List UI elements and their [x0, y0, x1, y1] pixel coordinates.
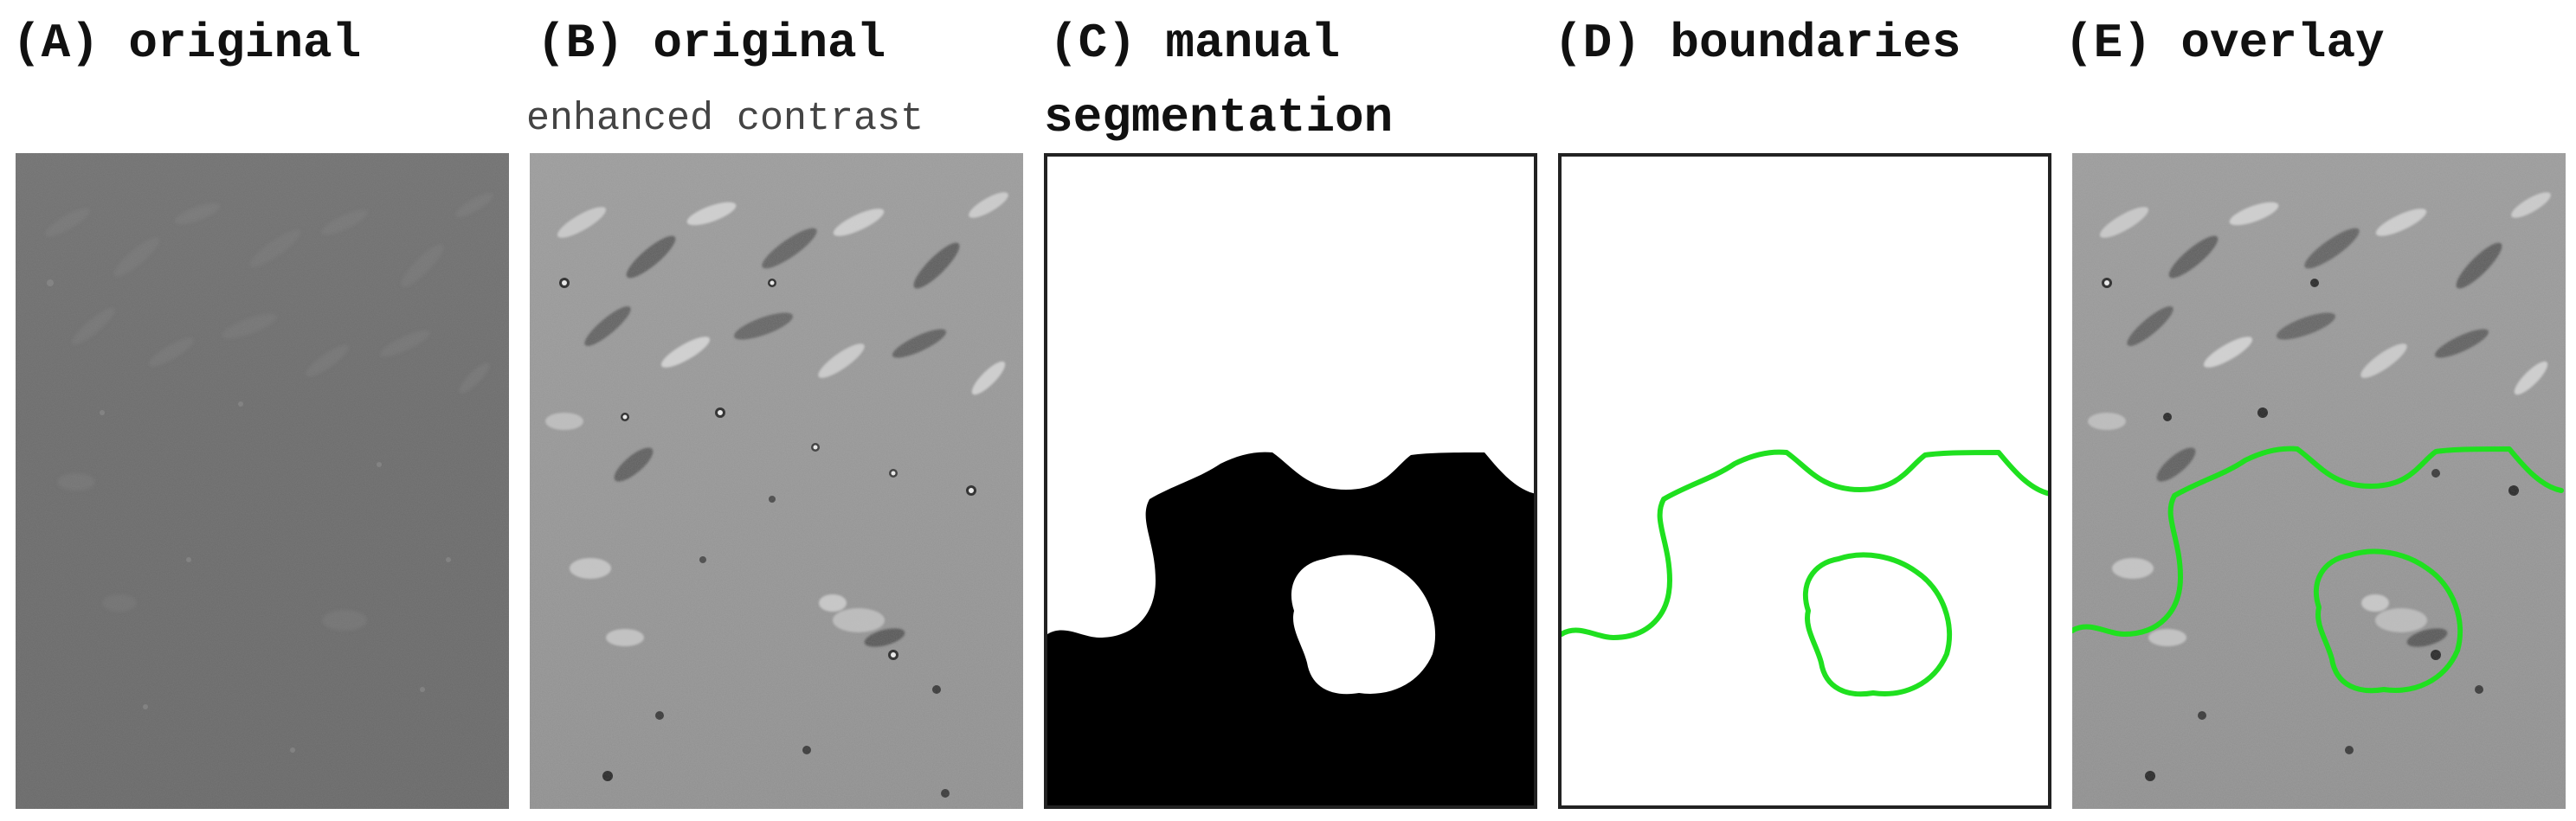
panel-b-microscopy-image — [530, 153, 1023, 809]
panel-a-microscopy-image — [16, 153, 509, 809]
panel-c-segmentation-mask — [1044, 153, 1537, 809]
panel-a-title: (A) original — [12, 16, 362, 71]
panel-d-boundaries — [1558, 153, 2051, 809]
panel-e-overlay — [2072, 153, 2566, 809]
panel-d-boundary-lines — [1562, 449, 2048, 697]
panel-c-title-line2: segmentation — [1044, 90, 1394, 145]
panel-e-overlay-image — [2072, 153, 2566, 809]
panel-b-title: (B) original — [537, 16, 886, 71]
panel-b-subtitle: enhanced contrast — [526, 97, 924, 141]
panel-c-mask-shape — [1047, 452, 1534, 805]
panel-c-title: (C) manual — [1049, 16, 1341, 71]
panel-a-original-image — [16, 153, 509, 809]
panel-e-title: (E) overlay — [2064, 16, 2385, 71]
panel-d-title: (D) boundaries — [1554, 16, 1961, 71]
panel-b-enhanced-image — [530, 153, 1023, 809]
